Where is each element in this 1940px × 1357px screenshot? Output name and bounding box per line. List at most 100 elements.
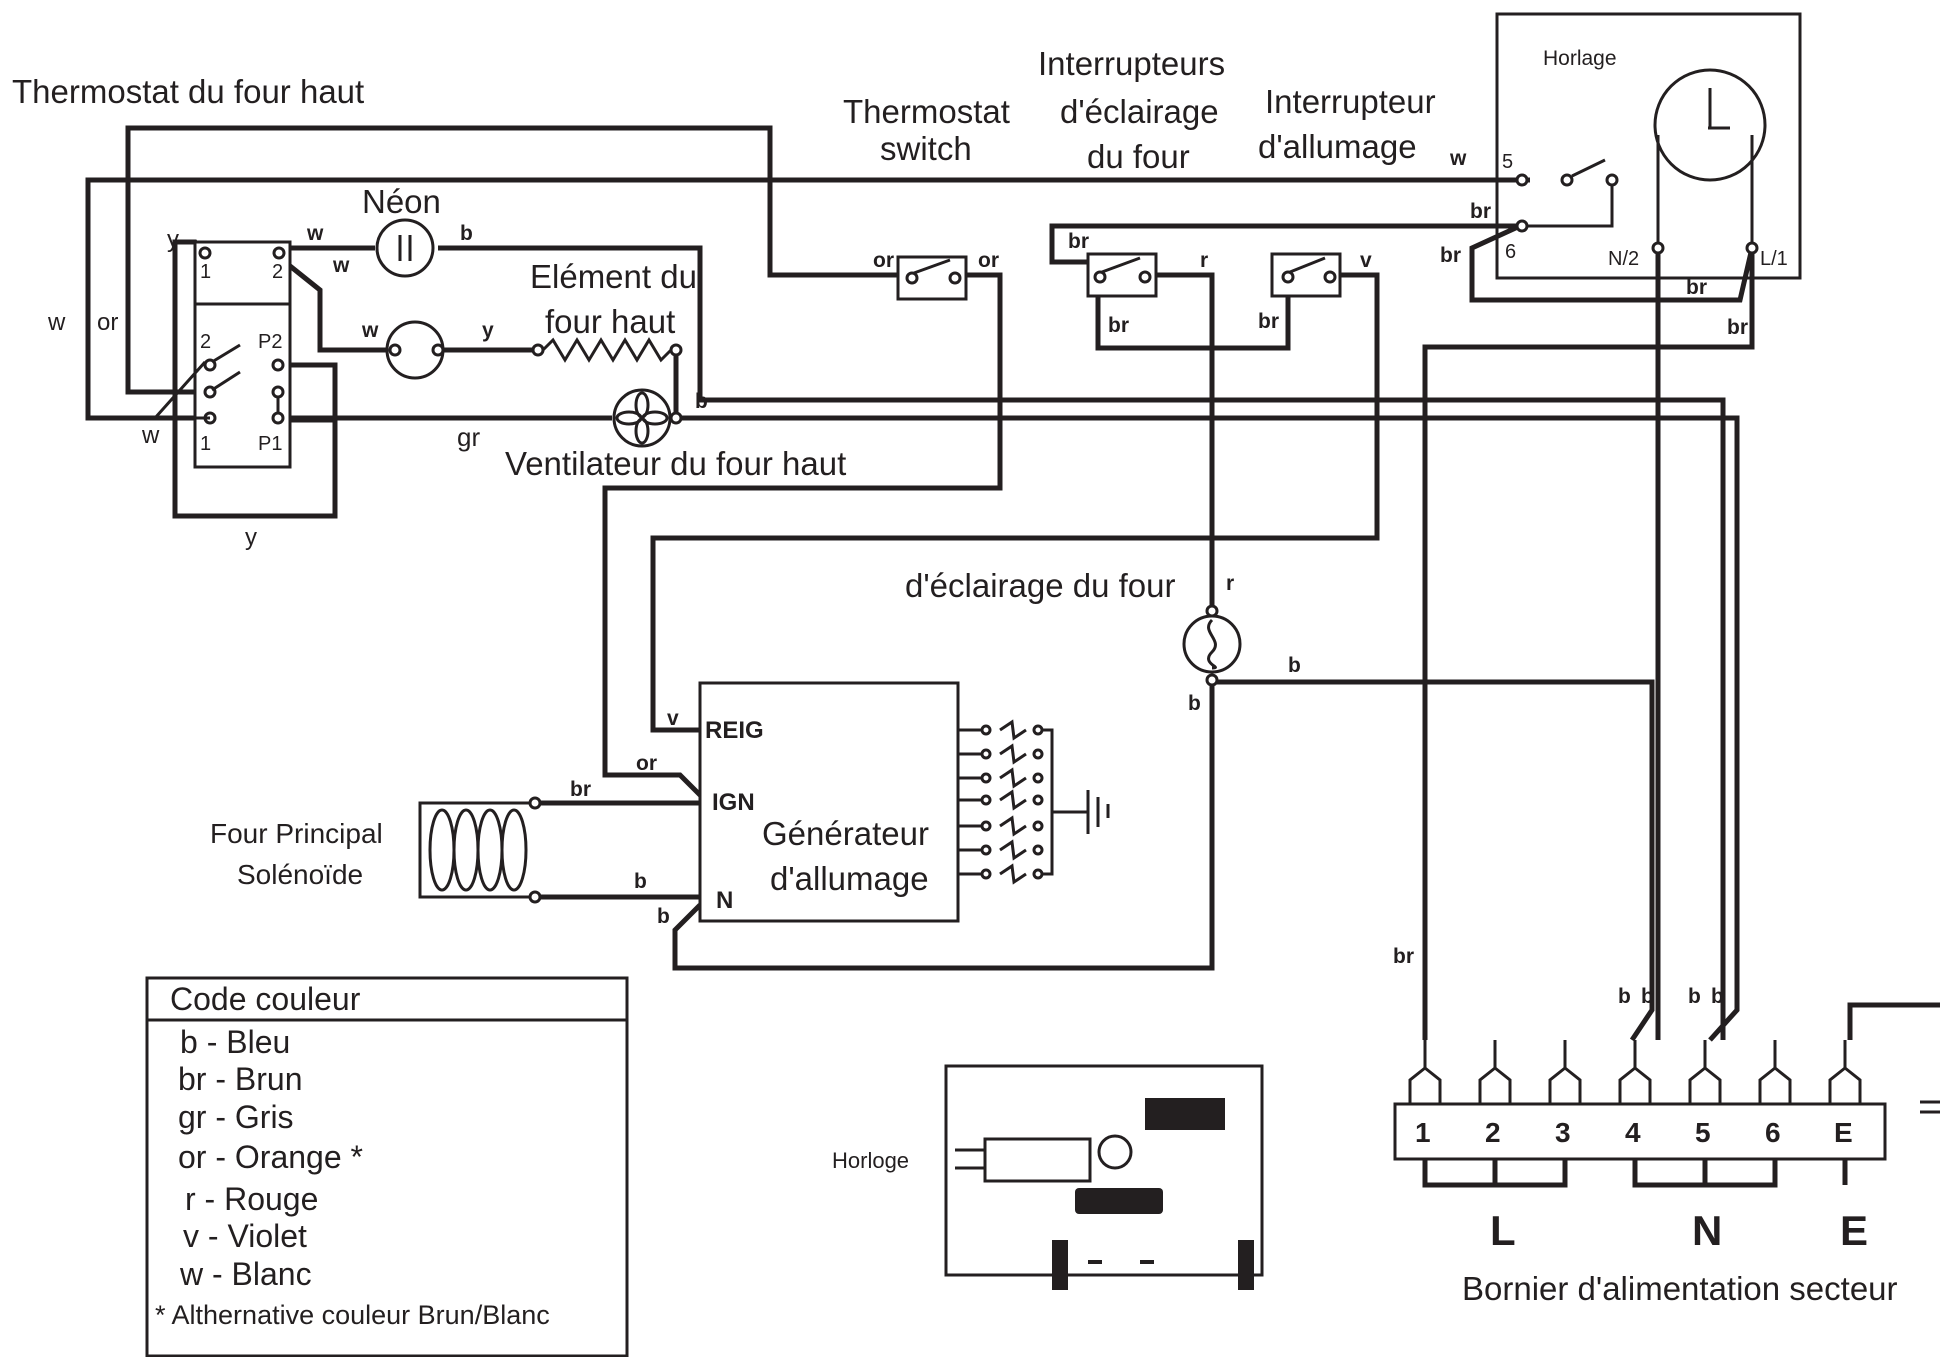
wire-or-ign: [602, 272, 1003, 802]
light-switch: [1086, 252, 1158, 298]
oven-lamp: [1182, 604, 1242, 687]
group-label-l: L: [1490, 1207, 1516, 1254]
code-v-reig: v: [667, 707, 679, 730]
code-or-switch-right: or: [978, 249, 999, 272]
code-w-lamp: w: [361, 319, 379, 342]
clock-board-title: Horloge: [832, 1148, 909, 1173]
code-v-switch: v: [1360, 249, 1372, 272]
oven-lamp-title: d'éclairage du four: [905, 567, 1175, 604]
wire-r: [1150, 272, 1215, 606]
fan-title: Ventilateur du four haut: [505, 445, 846, 482]
terminal-block: 1 2 3 4 5 6 E L N E: [1393, 1040, 1940, 1254]
thermostat-pin-m2: 2: [200, 331, 211, 353]
light-switches-title-3: du four: [1087, 138, 1190, 175]
clock-board: [944, 1064, 1264, 1290]
code-br-l1: br: [1686, 276, 1707, 299]
clock-pin-5: 5: [1502, 151, 1513, 173]
clock-title: Horlage: [1543, 47, 1617, 70]
thermostat-pin-p1: P1: [258, 433, 282, 455]
legend-item-b: b - Bleu: [180, 1024, 290, 1060]
wire-w-lamp: [278, 256, 390, 353]
code-w-clock: w: [1449, 147, 1467, 170]
element-lamp: [385, 320, 445, 380]
code-b-neon: b: [460, 222, 473, 245]
legend-item-br: br - Brun: [178, 1061, 302, 1097]
code-gr: gr: [457, 422, 480, 452]
code-y-top: y: [167, 226, 179, 253]
solenoid-coil: [418, 796, 542, 904]
generator-pins: REIG IGN N: [705, 717, 764, 914]
legend-item-gr: gr - Gris: [178, 1099, 294, 1135]
wires: [85, 125, 1940, 1042]
thermostat-pin-t2: 2: [272, 261, 283, 283]
generator-title-2: d'allumage: [770, 860, 929, 897]
clock-box: [1495, 12, 1802, 280]
spark-electrodes: [958, 719, 1088, 885]
pin-reig: REIG: [705, 717, 764, 744]
thermostat-body: [193, 240, 292, 469]
code-br-l1-down: br: [1727, 316, 1748, 339]
code-b-term4b: b: [1641, 985, 1654, 1008]
terminal-label-3: 3: [1555, 1117, 1571, 1148]
legend-item-w: w - Blanc: [179, 1256, 312, 1292]
code-or-switch-left: or: [873, 249, 894, 272]
thermostat-switch-title-2: switch: [880, 130, 972, 167]
code-br-solenoid: br: [570, 778, 591, 801]
wire-v: [650, 272, 1380, 733]
wire-earth: [1847, 1002, 1940, 1040]
wire-or-top: [125, 125, 908, 395]
terminal-block-title: Bornier d'alimentation secteur: [1462, 1270, 1898, 1307]
code-b-fan: b: [695, 390, 708, 413]
terminal-label-2: 2: [1485, 1117, 1501, 1148]
ignition-switch-title-1: Interrupteur: [1265, 83, 1436, 120]
color-legend: Code couleur b - Bleu br - Brun gr - Gri…: [145, 976, 629, 1357]
code-w-neon: w: [306, 222, 324, 245]
thermostat-terminal-2: [272, 246, 286, 260]
code-br-term1: br: [1393, 945, 1414, 968]
heating-element: [531, 337, 683, 363]
wire-b-neon: [438, 245, 1726, 1040]
wire-b-lamp-down: [672, 682, 1215, 971]
code-b-lamp-down: b: [1188, 692, 1201, 715]
pin-ign: IGN: [712, 789, 755, 816]
neon-body: [375, 218, 435, 278]
clock-pins: 5 6 N/2 L/1: [1502, 151, 1788, 270]
code-r-lamp: r: [1226, 572, 1234, 595]
code-b-term4a: b: [1618, 985, 1631, 1008]
generator-title-1: Générateur: [762, 815, 929, 852]
neon-lamp: [375, 218, 435, 278]
thermostat-pin-p2: P2: [258, 331, 282, 353]
wire-b-fan: [676, 415, 1740, 1042]
code-b-term5a: b: [1688, 985, 1701, 1008]
terminal-screws: [1408, 1040, 1862, 1104]
clock-pin-l1: L/1: [1760, 248, 1788, 270]
element-title-1: Elément du: [530, 258, 697, 295]
legend-item-or: or - Orange *: [178, 1139, 363, 1175]
code-br-light: br: [1068, 230, 1089, 253]
code-br-clock-loop: br: [1440, 244, 1461, 267]
element-title-2: four haut: [545, 303, 675, 340]
ground-icon: [1086, 790, 1110, 834]
light-switches-title-2: d'éclairage: [1060, 93, 1219, 130]
wire-br-light: [1049, 223, 1520, 265]
legend-item-r: r - Rouge: [185, 1181, 318, 1217]
code-y-element: y: [482, 319, 494, 342]
clock-pin-n2: N/2: [1608, 248, 1639, 270]
terminal-label-1: 1: [1415, 1117, 1431, 1148]
solenoid-title-2: Solénoïde: [237, 859, 363, 890]
thermostat-pin-m1: 1: [200, 433, 211, 455]
fan-icon: [612, 388, 683, 448]
ignition-switch: [1270, 252, 1342, 298]
code-br-clock-6: br: [1470, 200, 1491, 223]
thermostat-top: 1 2 2 P2 1 P1: [151, 240, 292, 469]
clock-pin-6: 6: [1505, 241, 1516, 263]
wire-b-lamp: [1212, 679, 1655, 1042]
code-w-left: w: [47, 309, 66, 336]
wire-br-l1: [1469, 223, 1755, 303]
neon-title: Néon: [362, 183, 441, 220]
titles: Thermostat du four haut Thermostat switc…: [12, 45, 1898, 1307]
terminal-label-4: 4: [1625, 1117, 1641, 1148]
code-br-light-bottom: br: [1108, 314, 1129, 337]
solenoid-title-1: Four Principal: [210, 818, 383, 849]
